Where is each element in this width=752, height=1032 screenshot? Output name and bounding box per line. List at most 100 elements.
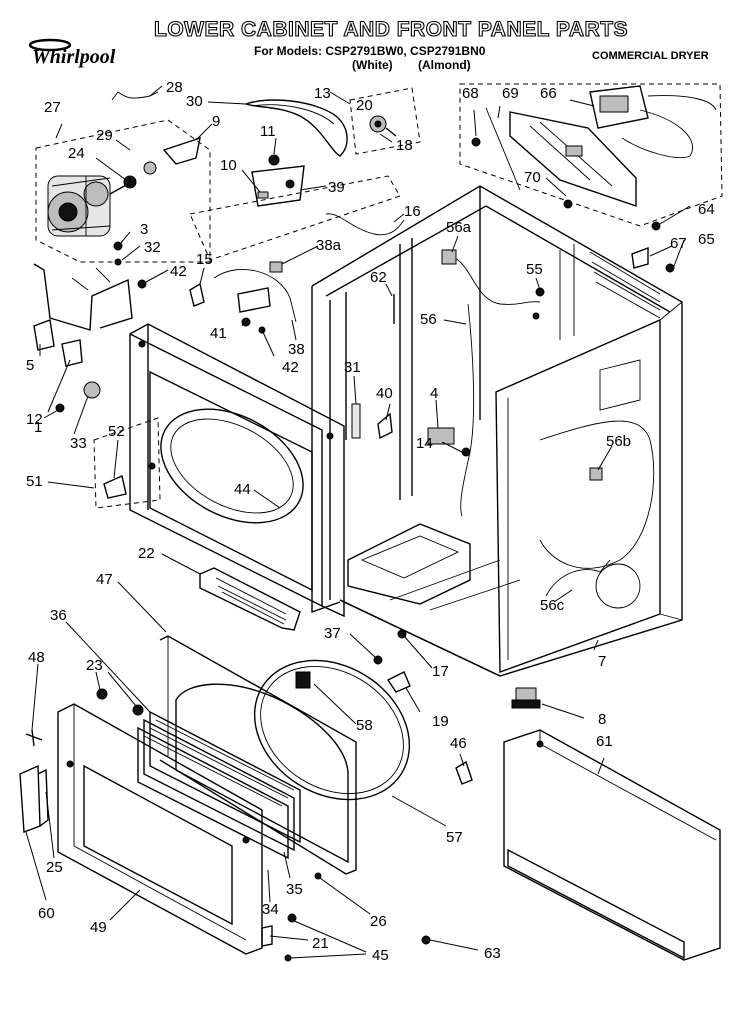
models-line: For Models: CSP2791BW0, CSP2791BN0 [254,44,486,58]
callout-48: 48 [28,649,45,666]
callout-56c: 56c [540,597,565,614]
callout-18: 18 [396,137,413,154]
callout-19: 19 [432,713,449,730]
front-panel [129,323,345,618]
door-handle [19,764,49,833]
callout-42b: 42 [282,359,299,376]
harness-16 [325,213,405,236]
callout-47: 47 [96,571,113,588]
product-type-label: COMMERCIAL DRYER [592,50,709,62]
callout-labels: 28 27 30 13 20 68 69 66 9 29 11 18 24 10… [26,79,715,964]
callout-70: 70 [524,169,541,186]
callout-40: 40 [376,385,393,402]
side-fasteners [631,221,675,273]
callout-25: 25 [46,859,63,876]
screw-48 [25,729,43,747]
clip-40 [377,412,393,440]
callout-28: 28 [166,79,183,96]
callout-67: 67 [670,235,687,252]
harness-56 [449,255,541,517]
callout-45: 45 [372,947,389,964]
page-title: LOWER CABINET AND FRONT PANEL PARTS [153,17,629,41]
callout-69: 69 [502,85,519,102]
brand-name: Whirlpool [32,46,116,68]
callout-32: 32 [144,239,161,256]
latch-58 [295,671,311,689]
callout-5: 5 [26,357,34,374]
hinge-52 [103,475,127,499]
callout-23: 23 [86,657,103,674]
switch-parts [33,319,101,413]
callout-38: 38 [288,341,305,358]
callout-31: 31 [344,359,361,376]
callout-41: 41 [210,325,227,342]
callout-30: 30 [186,93,203,110]
whirlpool-logo-swoosh [28,38,72,52]
callout-14: 14 [416,435,433,452]
callout-9: 9 [212,113,220,130]
callout-36: 36 [50,607,67,624]
screw-14 [461,447,471,457]
sensor-parts [369,115,397,137]
callout-10: 10 [220,157,237,174]
callout-35: 35 [286,881,303,898]
callout-24: 24 [68,145,85,162]
motor [47,175,129,237]
screw-23a [96,688,108,700]
callout-1: 1 [34,419,42,436]
callout-62: 62 [370,269,387,286]
lint-grille [199,567,301,631]
callout-26: 26 [370,913,387,930]
callout-27: 27 [44,99,61,116]
callout-7: 7 [598,653,606,670]
callout-12: 12 [26,411,43,428]
callout-33: 33 [70,435,87,452]
door-glass-stack [137,710,301,860]
toe-panel [503,729,721,961]
lower-panel-box [189,175,401,261]
door-frame [159,635,357,875]
leveling-leg [511,687,541,709]
clip-46 [455,760,473,785]
callout-22: 22 [138,545,155,562]
hinge-box [93,417,161,509]
callout-34: 34 [262,901,279,918]
screw-55 [535,287,545,297]
screw-63 [421,935,431,945]
timer-assembly [471,85,717,209]
harness-56c [545,559,611,597]
callout-4: 4 [430,385,438,402]
callout-56: 56 [420,311,437,328]
terminal-block-4 [427,427,455,445]
callout-21: 21 [312,935,329,952]
callout-39: 39 [328,179,345,196]
connector-38a [269,261,283,273]
callout-46: 46 [450,735,467,752]
drive-belt [243,99,348,157]
callout-56a: 56a [446,219,472,236]
connector-56b [589,467,603,481]
motor-mount-parts [251,154,305,207]
door-gasket [253,659,411,801]
callout-17: 17 [432,663,449,680]
callout-15: 15 [196,251,213,268]
callout-55: 55 [526,261,543,278]
callout-13: 13 [314,85,331,102]
color-almond-label: (Almond) [418,58,471,72]
callout-60: 60 [38,905,55,922]
motor-assembly-box [35,119,211,263]
whirlpool-logo: Whirlpool [28,36,134,68]
leader-lines [25,85,691,959]
callout-8: 8 [598,711,606,728]
callout-56b: 56b [606,433,631,450]
screw-55b [532,312,540,320]
connector-56a [441,249,457,265]
callout-3: 3 [140,221,148,238]
hinge-21 [261,925,273,947]
wire-28 [111,91,159,101]
screw-26 [314,872,322,880]
callout-52: 52 [108,423,125,440]
sensor-assembly-box [349,87,421,155]
